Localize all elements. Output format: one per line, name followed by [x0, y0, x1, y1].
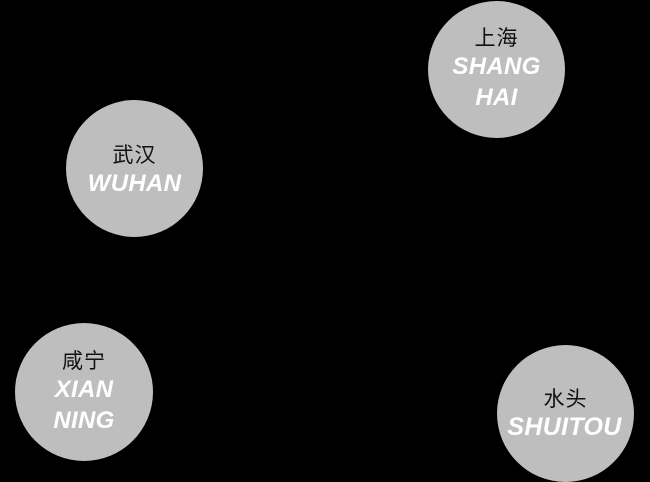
city-node-wuhan: 武汉 WUHAN: [66, 100, 203, 237]
city-name-english: XIAN NING: [53, 376, 115, 434]
city-name-chinese: 水头: [543, 387, 588, 411]
city-name-english: SHANG HAI: [452, 52, 541, 111]
city-node-xianning: 咸宁 XIAN NING: [15, 323, 153, 461]
city-node-shanghai: 上海 SHANG HAI: [428, 1, 565, 138]
city-name-chinese: 武汉: [112, 143, 157, 167]
city-node-shuitou: 水头 SHUITOU: [497, 345, 634, 482]
city-name-chinese: 上海: [474, 25, 519, 50]
city-name-english: SHUITOU: [507, 413, 622, 441]
city-name-english: WUHAN: [87, 170, 182, 197]
city-name-chinese: 咸宁: [62, 349, 106, 373]
